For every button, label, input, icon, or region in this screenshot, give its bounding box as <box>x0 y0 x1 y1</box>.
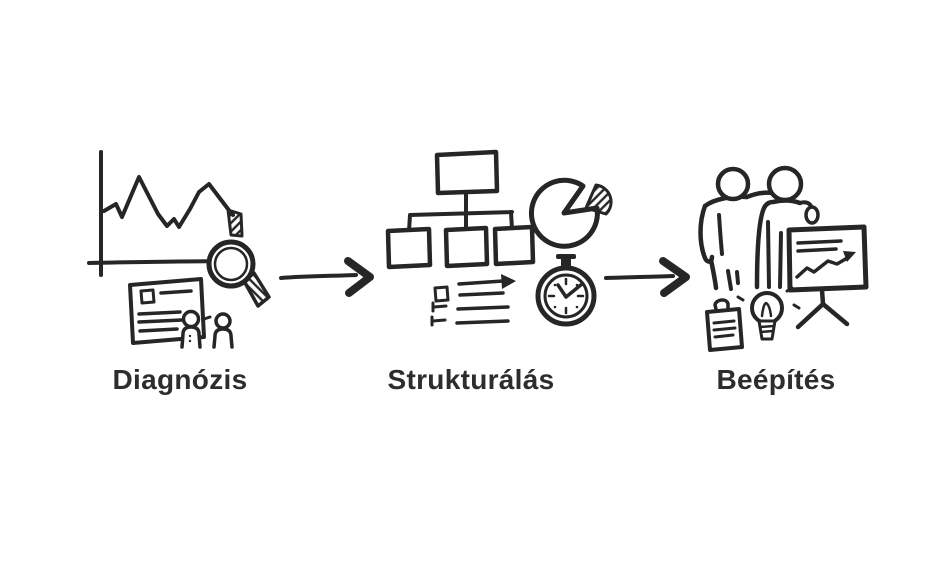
structuring-icon-cluster <box>385 149 613 327</box>
presentation-board-icon <box>786 224 869 330</box>
stage-label-beepites: Beépítés <box>716 364 836 395</box>
lightbulb-icon <box>736 286 801 341</box>
magnifier-icon <box>206 239 271 308</box>
stage-label-diagnozis: Diagnózis <box>112 364 248 395</box>
diagnosis-icon-cluster <box>87 150 271 349</box>
checklist-icon <box>430 274 516 327</box>
pie-chart-icon <box>528 177 613 249</box>
implementation-icon-cluster <box>698 165 869 352</box>
stage-label-strukturalas: Strukturálás <box>387 364 555 395</box>
org-chart-icon <box>385 149 536 270</box>
two-people-icon <box>698 165 820 291</box>
clipboard-icon <box>705 298 744 352</box>
arrow-right-2-icon <box>604 257 690 297</box>
stopwatch-icon <box>535 254 597 327</box>
arrow-right-1-icon <box>279 257 374 297</box>
people-icon <box>180 309 234 349</box>
